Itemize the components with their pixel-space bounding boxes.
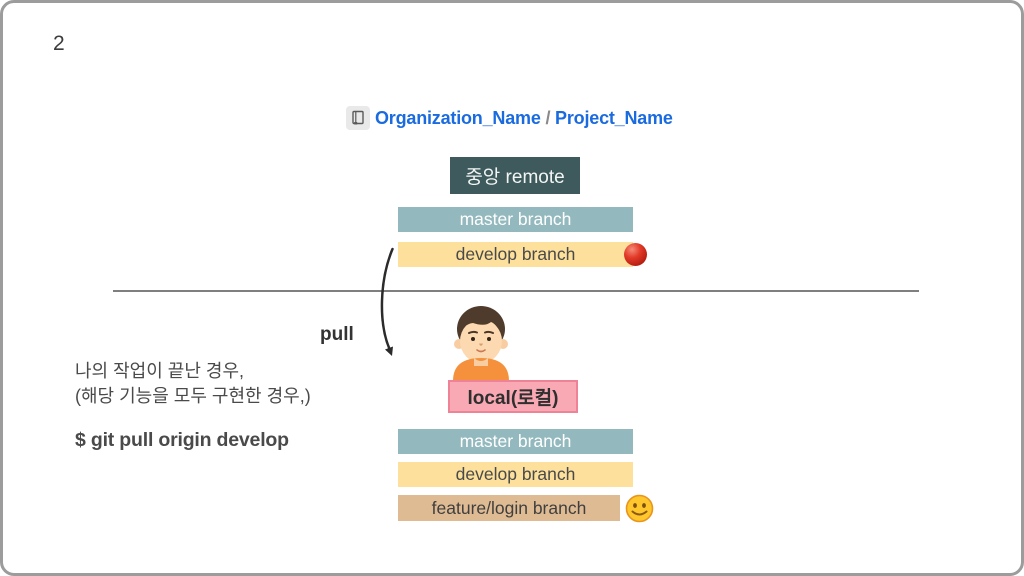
remote-label-box: 중앙 remote: [450, 157, 580, 194]
remote-develop-branch-bar: develop branch: [398, 242, 633, 267]
local-feature-branch-bar: feature/login branch: [398, 495, 620, 521]
repo-title: Organization_Name / Project_Name: [375, 108, 673, 129]
red-ball-icon: [624, 243, 647, 266]
git-command: $ git pull origin develop: [75, 429, 289, 451]
repo-separator: /: [540, 107, 556, 128]
local-label-box: local(로컬): [448, 380, 578, 413]
local-develop-branch-bar: develop branch: [398, 462, 633, 487]
divider-line: [113, 290, 919, 292]
page-number: 2: [53, 32, 65, 55]
local-master-branch-bar: master branch: [398, 429, 633, 454]
org-name-text: Organization_Name: [375, 107, 541, 128]
pull-arrow-icon: [380, 247, 394, 356]
pull-label: pull: [320, 324, 354, 345]
project-name-text: Project_Name: [555, 107, 673, 128]
note-line-1: 나의 작업이 끝난 경우,: [75, 361, 245, 381]
repo-book-icon: [346, 106, 370, 130]
smiley-icon: [625, 494, 654, 523]
remote-master-branch-bar: master branch: [398, 207, 633, 232]
repo-header: Organization_Name / Project_Name: [346, 105, 673, 131]
person-avatar: [453, 306, 509, 381]
note-line-2: (해당 기능을 모두 구현한 경우,): [75, 386, 311, 406]
